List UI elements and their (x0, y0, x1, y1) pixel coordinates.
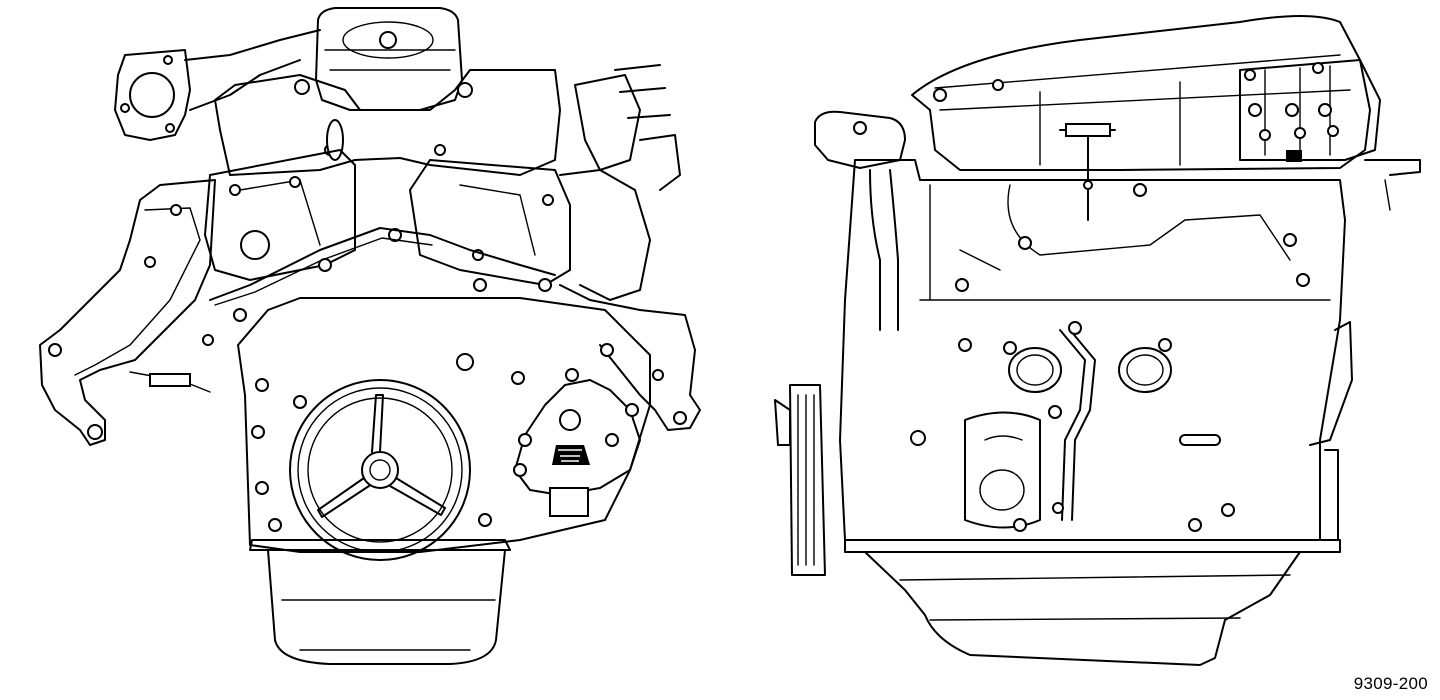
side-thermostat-housing (814, 110, 906, 169)
front-right-cylinder-head (409, 159, 571, 286)
front-left-cylinder-head (204, 149, 356, 281)
front-timing-cover (237, 297, 651, 553)
front-oil-pan (267, 549, 506, 665)
front-right-exhaust-manifold (559, 284, 701, 431)
front-water-pump (513, 368, 641, 517)
side-crankshaft-pulley (774, 384, 826, 576)
engine-front-view (39, 7, 701, 665)
figure-code: 9309-200 (1353, 674, 1428, 693)
front-intake-plenum (315, 7, 463, 111)
side-cylinder-block (839, 159, 1346, 541)
front-throttle-body (114, 49, 191, 141)
side-oil-pan (864, 551, 1301, 666)
front-left-exhaust-manifold (39, 179, 216, 446)
front-ignition-coil (574, 74, 641, 171)
side-oil-filter (964, 411, 1041, 529)
front-crankshaft-pulley (289, 379, 471, 561)
engine-side-view (774, 15, 1421, 666)
front-timing-belt (209, 227, 556, 301)
side-intake-plenum (911, 15, 1371, 171)
